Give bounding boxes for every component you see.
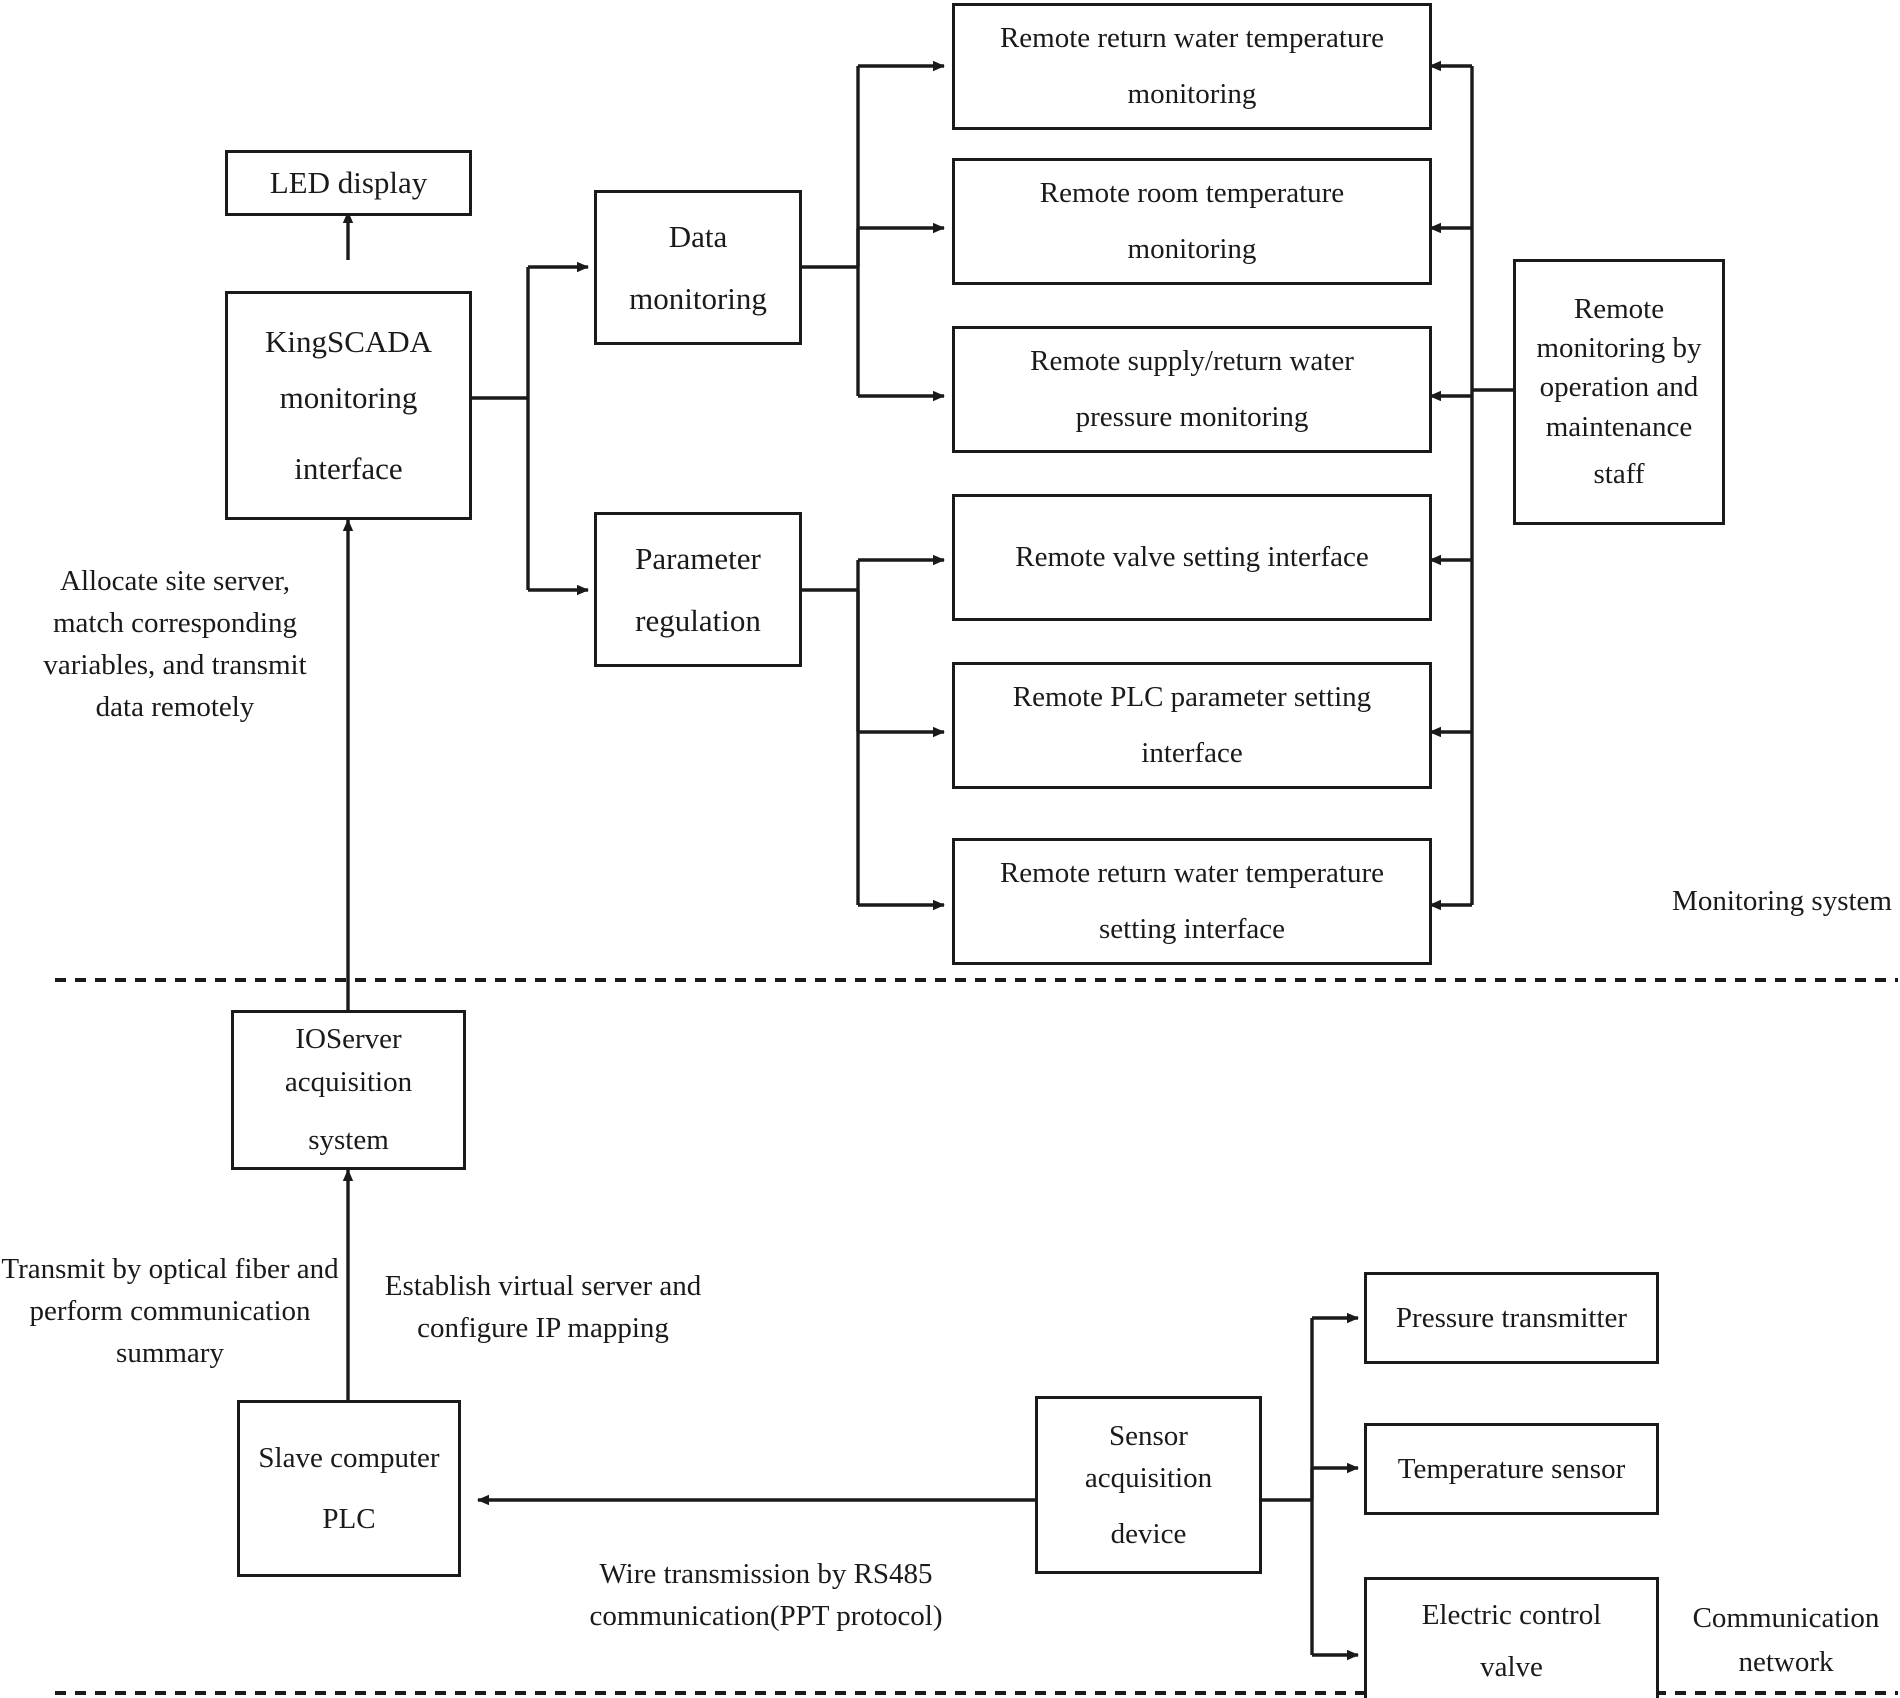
node-ioserver-acquisition-system[interactable]: IOServer acquisition system [231,1010,466,1170]
node-ioserver-line3: system [308,1123,389,1156]
node-kingscada-line2: monitoring [279,379,418,415]
caption-virtual-line1: Establish virtual server [384,1270,653,1302]
node-staff-line4: maintenance [1545,410,1693,443]
caption-allocate-line3: variables, and [43,649,205,682]
caption-allocate-site-server: Allocate site server, match correspondin… [30,560,320,728]
node-remote-valve-setting-interface[interactable]: Remote valve setting interface [952,494,1432,621]
node-electric-control-valve-line2: valve [1480,1651,1543,1683]
node-parameter-regulation[interactable]: Parameter regulation [594,512,802,667]
node-remote-return-water-temp-setting-interface[interactable]: Remote return water temperature setting … [952,838,1432,965]
node-remote-return-water-temp-monitoring[interactable]: Remote return water temperature monitori… [952,3,1432,130]
node-led-display[interactable]: LED display [225,150,472,216]
caption-rs485-line1: Wire transmission by RS485 [599,1558,933,1590]
caption-virtual-line2: and configure IP [417,1270,702,1345]
zone-monitoring-line1: Monitoring [1672,885,1805,917]
caption-fiber-line2: and perform [29,1253,339,1328]
node-data-monitoring-line2: monitoring [629,280,767,316]
node-rrtm-line1: Remote room temperature [1039,177,1345,210]
node-led-display-line1: LED display [269,164,428,200]
node-staff-line2: monitoring by [1536,332,1702,365]
node-remote-plc-parameter-setting-interface[interactable]: Remote PLC parameter setting interface [952,662,1432,789]
node-electric-control-valve[interactable]: Electric control valve [1364,1577,1659,1698]
node-ioserver-line2: acquisition [284,1066,413,1099]
node-temperature-sensor[interactable]: Temperature sensor [1364,1423,1659,1515]
node-kingscada-monitoring-interface[interactable]: KingSCADA monitoring interface [225,291,472,520]
node-rrwtsi-line2: setting interface [1099,912,1285,945]
zone-monitoring-line2: system [1811,885,1892,917]
node-sensor-line1: Sensor [1109,1419,1188,1452]
caption-rs485-line2: communication(PPT protocol) [589,1600,943,1633]
zone-communication-line1: Communication [1692,1602,1880,1634]
node-slave-plc-line2: PLC [322,1502,376,1535]
caption-allocate-line1: Allocate site server, [60,565,290,597]
caption-virtual-server-ip-mapping: Establish virtual server and configure I… [378,1265,708,1349]
node-staff-line3: operation and [1539,371,1699,404]
node-staff-line1: Remote [1573,293,1665,326]
caption-fiber-line3: communication [130,1295,311,1328]
node-remote-staff-monitoring[interactable]: Remote monitoring by operation and maint… [1513,259,1725,525]
node-remote-room-temp-monitoring[interactable]: Remote room temperature monitoring [952,158,1432,285]
node-sensor-line3: device [1110,1518,1187,1551]
caption-allocate-line2: match corresponding [52,607,297,640]
node-temperature-sensor-line1: Temperature sensor [1397,1452,1626,1485]
node-data-monitoring[interactable]: Data monitoring [594,190,802,345]
node-parameter-regulation-line2: regulation [635,602,761,638]
node-rrtm-line2: monitoring [1127,232,1257,265]
node-parameter-regulation-line1: Parameter [635,540,761,576]
caption-rs485-communication: Wire transmission by RS485 communication… [556,1553,976,1637]
node-data-monitoring-line1: Data [668,218,728,254]
node-rsrpm-line1: Remote supply/return water [1030,345,1354,378]
caption-allocate-line5: remotely [151,691,255,724]
node-slave-computer-plc[interactable]: Slave computer PLC [237,1400,461,1577]
node-slave-plc-line1: Slave computer [258,1442,440,1475]
caption-fiber-line4: summary [116,1337,224,1370]
zone-label-monitoring-system: Monitoring system [1672,880,1892,924]
node-staff-line5: staff [1593,457,1645,490]
node-ioserver-line1: IOServer [295,1022,402,1055]
node-remote-supply-return-pressure-monitoring[interactable]: Remote supply/return water pressure moni… [952,326,1432,453]
zone-label-communication-network: Communication network [1672,1597,1900,1684]
caption-allocate-line4: transmit data [95,649,307,724]
node-pressure-transmitter-line1: Pressure transmitter [1395,1301,1628,1334]
node-pressure-transmitter[interactable]: Pressure transmitter [1364,1272,1659,1364]
node-rrwtm-line2: monitoring [1127,77,1257,110]
caption-optical-fiber-transmission: Transmit by optical fiber and perform co… [0,1248,340,1374]
node-rppsi-line1: Remote PLC parameter setting [1012,681,1372,714]
zone-communication-line2: network [1738,1645,1834,1678]
node-sensor-acquisition-device[interactable]: Sensor acquisition device [1035,1396,1262,1574]
node-rppsi-line2: interface [1141,736,1243,769]
node-sensor-line2: acquisition [1084,1461,1213,1494]
node-rvsi-line1: Remote valve setting interface [1015,541,1369,574]
caption-fiber-line1: Transmit by optical fiber [1,1253,290,1285]
node-kingscada-line3: interface [294,451,403,487]
caption-virtual-line3: mapping [567,1312,669,1345]
node-rrwtsi-line1: Remote return water temperature [999,857,1385,890]
node-rsrpm-line2: pressure monitoring [1075,400,1309,433]
node-electric-control-valve-line1: Electric control [1421,1598,1602,1631]
node-rrwtm-line1: Remote return water temperature [999,22,1385,55]
node-kingscada-line1: KingSCADA [264,323,433,359]
